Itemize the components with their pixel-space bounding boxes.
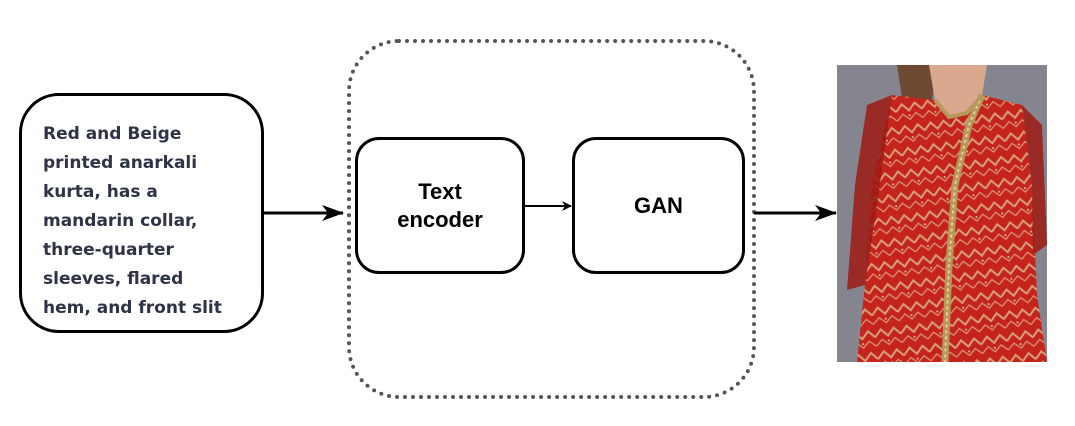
generated-image — [837, 65, 1047, 362]
gan-label: GAN — [634, 192, 683, 218]
text-encoder-label: Text encoder — [397, 178, 483, 232]
kurta-illustration — [837, 65, 1047, 362]
front-trim-detail — [944, 94, 983, 362]
collar-trim — [933, 93, 984, 120]
text-encoder-node: Text encoder — [355, 137, 525, 274]
input-text-box: Red and Beige printed anarkali kurta, ha… — [19, 93, 264, 333]
pipeline-group-frame — [347, 39, 756, 399]
input-description: Red and Beige printed anarkali kurta, ha… — [43, 124, 222, 318]
gan-node: GAN — [572, 137, 745, 274]
right-sleeve — [1022, 105, 1047, 255]
left-sleeve — [847, 95, 892, 290]
